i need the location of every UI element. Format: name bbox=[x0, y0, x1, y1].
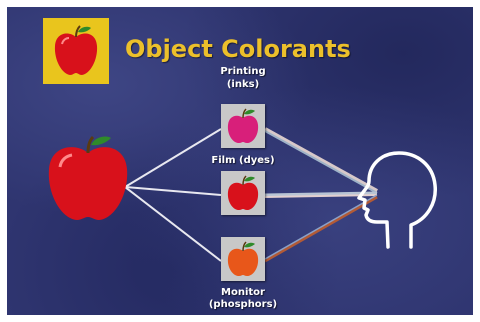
label-film: Film (dyes) bbox=[211, 155, 275, 166]
logo-box bbox=[43, 18, 109, 84]
label-monitor-line2: (phosphors) bbox=[208, 299, 278, 310]
magenta-apple-icon bbox=[227, 108, 259, 143]
label-printing-line1: Printing bbox=[220, 66, 266, 77]
apple-icon bbox=[54, 25, 98, 75]
page-title: Object Colorants bbox=[125, 35, 351, 63]
connector-lines bbox=[124, 127, 378, 263]
line-printing-to-head bbox=[264, 127, 378, 193]
source-apple bbox=[48, 135, 128, 220]
film-chip bbox=[221, 171, 265, 215]
line-monitor-to-head bbox=[264, 195, 378, 263]
line-monitor-to-head-accent bbox=[264, 194, 378, 260]
line-apple-to-printing bbox=[124, 128, 222, 188]
printing-chip bbox=[221, 104, 265, 148]
line-film-to-head-accent bbox=[264, 194, 378, 198]
monitor-chip bbox=[221, 237, 265, 281]
red-apple-icon bbox=[227, 175, 259, 210]
label-printing-line2: (inks) bbox=[226, 79, 260, 90]
slide-canvas: Object Colorants Printing (inks) Film (d… bbox=[7, 7, 473, 315]
line-printing-to-head-accent bbox=[264, 130, 378, 194]
human-head-profile-icon bbox=[357, 151, 437, 249]
line-apple-to-monitor bbox=[124, 186, 222, 262]
orange-apple-icon bbox=[227, 241, 259, 276]
apple-icon bbox=[48, 135, 128, 220]
line-apple-to-film bbox=[124, 186, 222, 196]
label-monitor-line1: Monitor bbox=[221, 287, 265, 298]
viewer bbox=[357, 151, 437, 249]
line-film-to-head bbox=[264, 191, 378, 197]
